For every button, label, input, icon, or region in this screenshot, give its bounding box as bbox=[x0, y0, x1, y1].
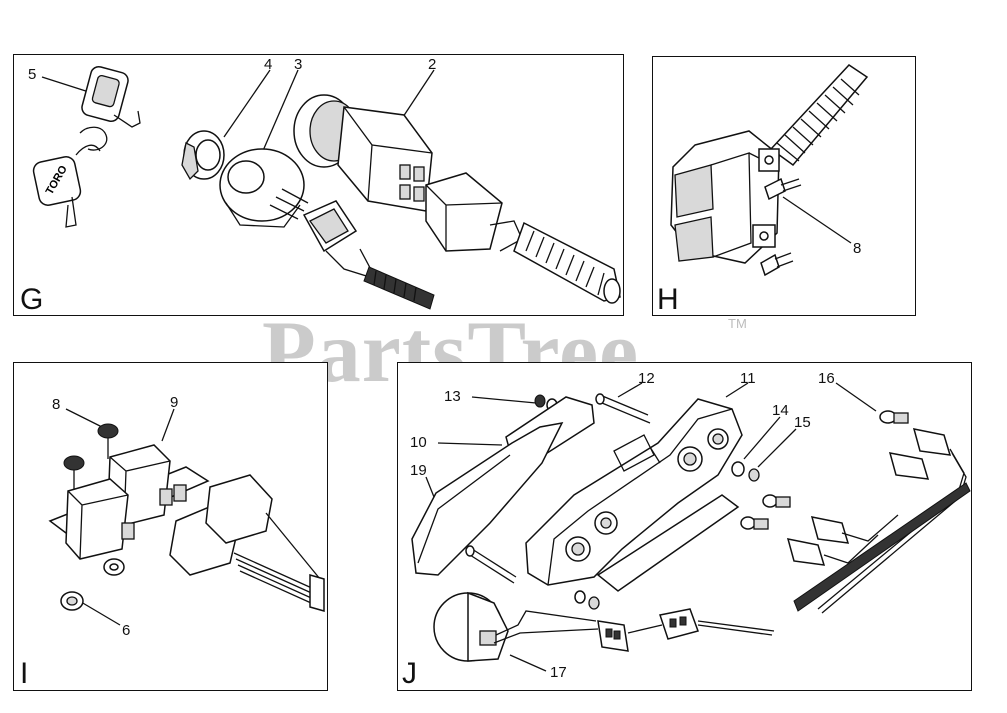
ignition-key-bottom: TORO bbox=[32, 144, 101, 228]
ignition-key-top bbox=[79, 65, 141, 151]
switch-nut bbox=[181, 130, 225, 181]
panel-letter-i: I bbox=[20, 657, 29, 690]
callout-2: 2 bbox=[428, 56, 437, 73]
panel-letter-h: H bbox=[657, 283, 679, 316]
panel-h: 8 H bbox=[652, 56, 916, 316]
callout-6: 6 bbox=[122, 622, 131, 639]
pto-switch bbox=[293, 94, 433, 212]
callout-19: 19 bbox=[410, 462, 427, 479]
panel-j: 13 12 11 16 10 14 15 19 17 J bbox=[397, 362, 972, 691]
panel-letter-j: J bbox=[402, 657, 417, 690]
panel-i: 8 9 6 I bbox=[13, 362, 328, 691]
panel-g-illustration: TORO bbox=[32, 65, 621, 310]
callout-8-i: 8 bbox=[52, 396, 61, 413]
panel-i-illustration bbox=[48, 408, 325, 626]
panel-j-illustration bbox=[411, 382, 971, 672]
pto-harness bbox=[425, 172, 621, 304]
callout-9: 9 bbox=[170, 394, 179, 411]
callout-17: 17 bbox=[550, 664, 567, 681]
callout-12: 12 bbox=[638, 370, 655, 387]
panel-g: TORO bbox=[13, 54, 624, 316]
callout-16: 16 bbox=[818, 370, 835, 387]
switch-connector bbox=[302, 200, 435, 310]
callout-15: 15 bbox=[794, 414, 811, 431]
panel-h-illustration bbox=[670, 64, 869, 277]
callout-11: 11 bbox=[740, 370, 756, 387]
callout-8-h: 8 bbox=[853, 240, 862, 257]
callout-10: 10 bbox=[410, 434, 427, 451]
callout-14: 14 bbox=[772, 402, 789, 419]
hour-meter bbox=[433, 591, 775, 662]
panel-letter-g: G bbox=[20, 283, 44, 316]
lamp-harness bbox=[740, 410, 971, 614]
callout-5: 5 bbox=[28, 66, 37, 83]
callout-3: 3 bbox=[294, 56, 303, 73]
callout-4: 4 bbox=[264, 56, 273, 73]
callout-13: 13 bbox=[444, 388, 461, 405]
ignition-switch bbox=[219, 148, 309, 228]
watermark-trademark: TM bbox=[728, 316, 747, 331]
